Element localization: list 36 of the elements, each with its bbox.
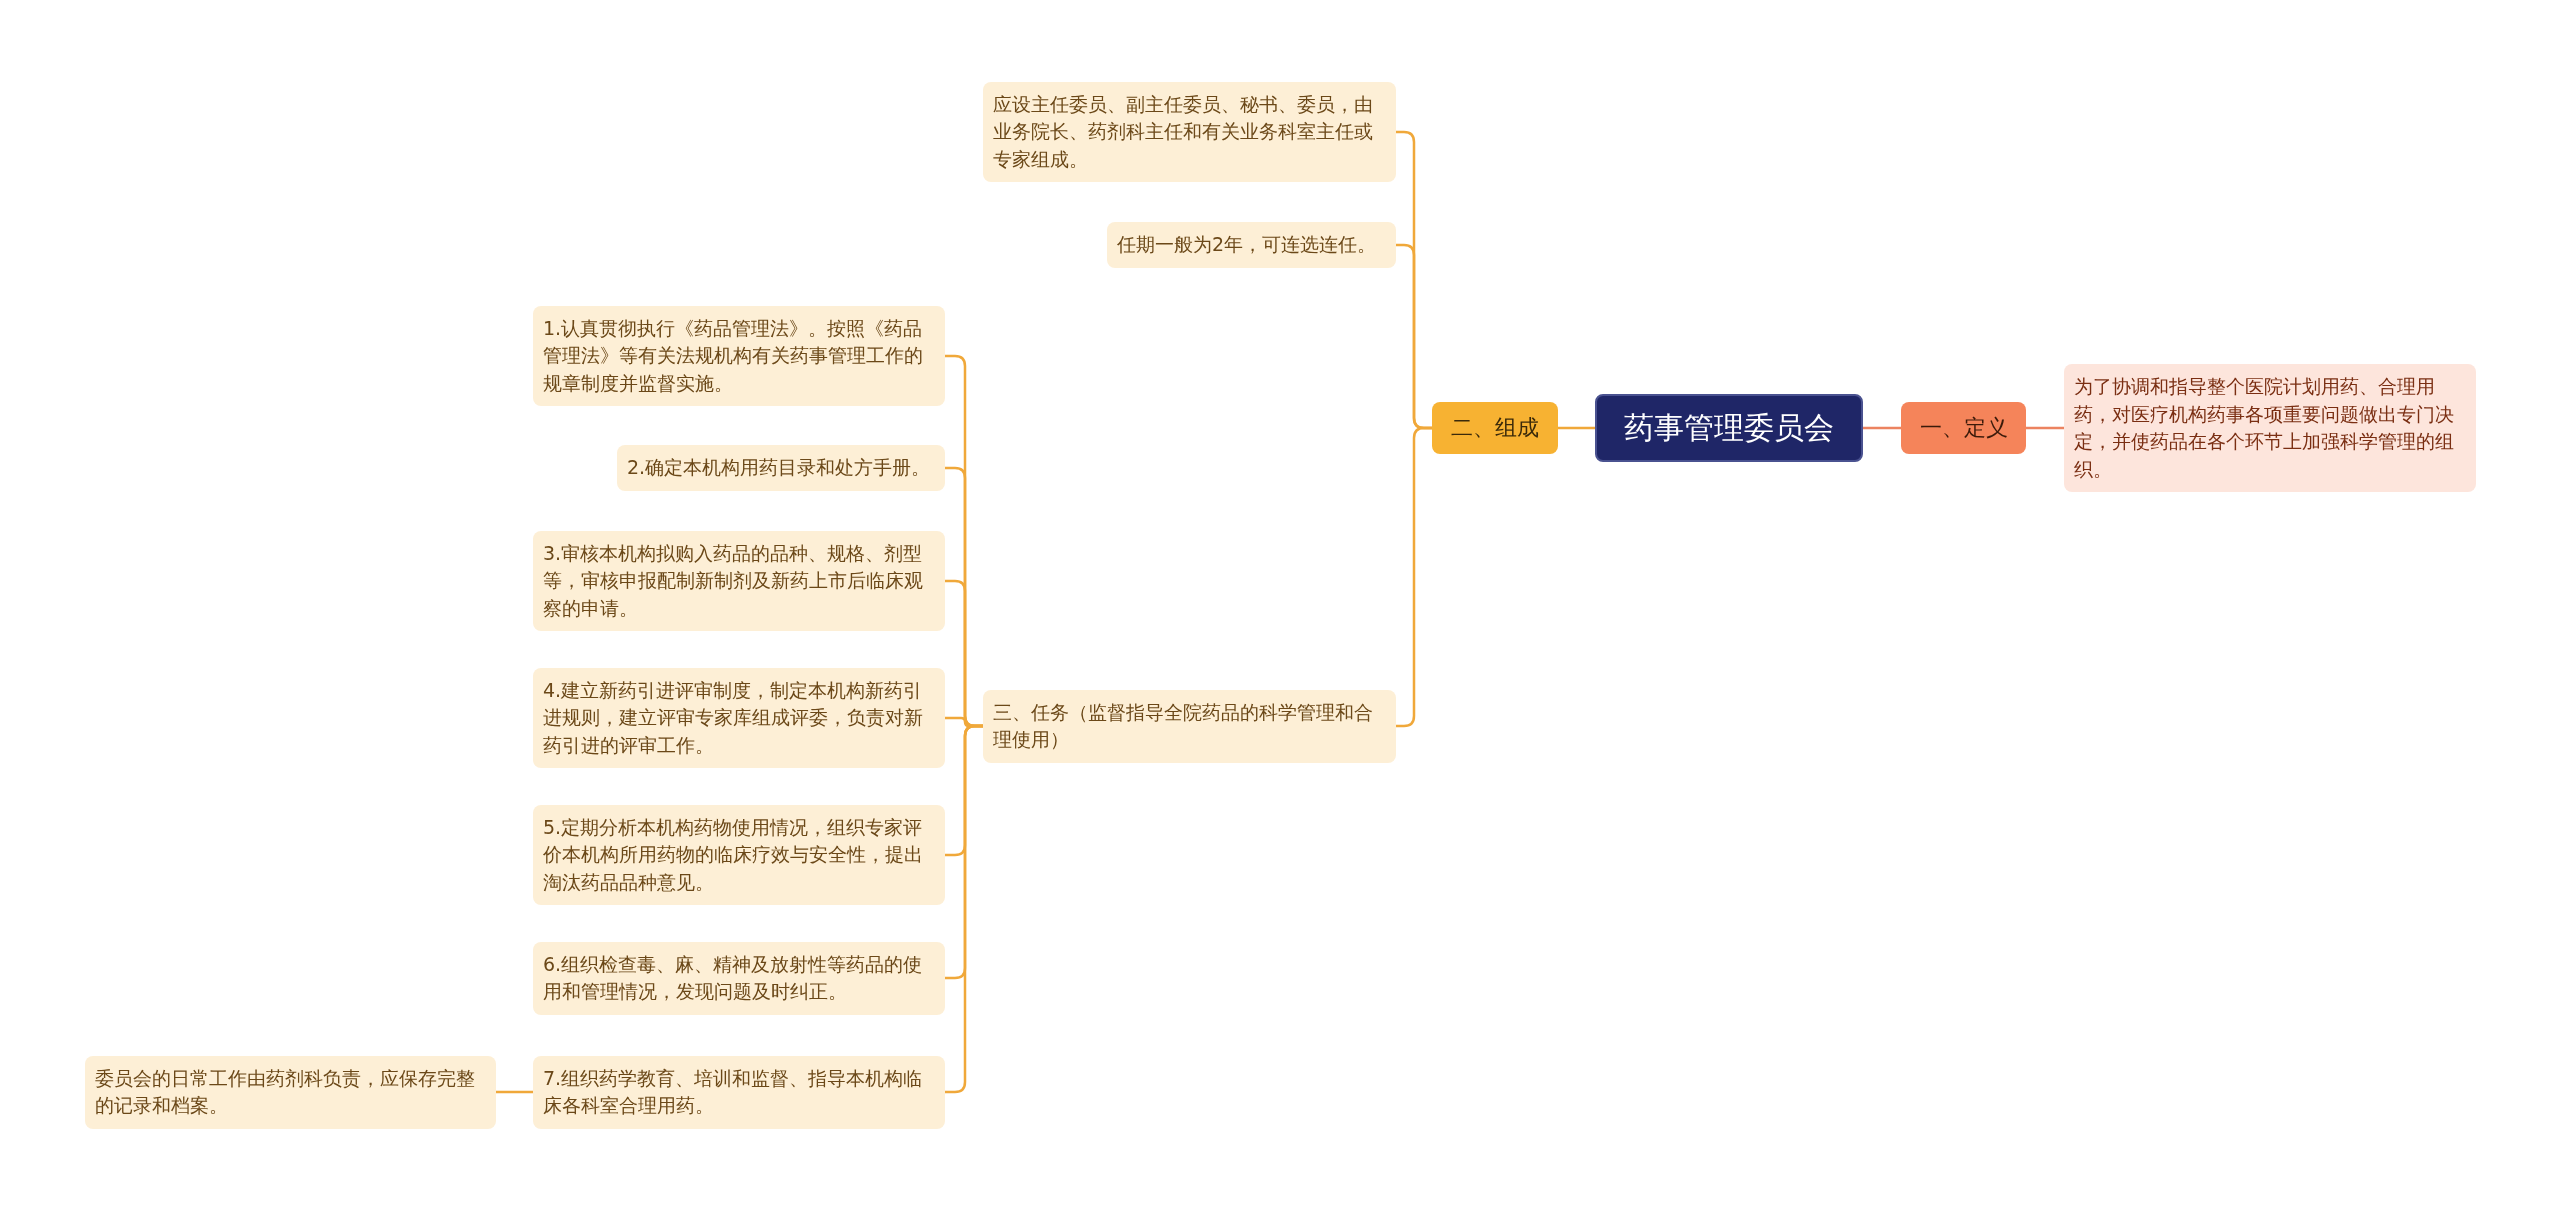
topic-text: 7.组织药学教育、培训和监督、指导本机构临床各科室合理用药。 [543,1065,924,1119]
topic-note [533,667,945,769]
topic-text: 委员会的日常工作由药剂科负责，应保存完整的记录和档案。 [95,1065,476,1119]
connector-line [1558,426,1595,430]
root-topic [1595,394,1863,462]
topic-text: 为了协调和指导整个医院计划用药、合理用药，对医疗机构药事各项重要问题做出专门决定，并使药品在各个环节上加强科学管理的组织。 [2074,374,2455,482]
topic-text: 4.建立新药引进评审制度，制定本机构新药引进规则，建立评审专家库组成评委，负责对新药引进的评审工作。 [543,677,924,758]
topic-text: 应设主任委员、副主任委员、秘书、委员，由业务院长、药剂科主任和有关业务科室主任或专家组成。 [993,91,1374,172]
topic-text: 1.认真贯彻执行《药品管理法》。按照《药品管理法》等有关法规机构有关药事管理工作的规章制度并监督实施。 [543,315,924,396]
topic-note [983,81,1396,183]
topic-note [533,530,945,632]
topic-text: 3.审核本机构拟购入药品的品种、规格、剂型等，审核申报配制新制剂及新药上市后临床观察的申请。 [543,540,924,621]
branch-topic [1432,402,1558,454]
topic-note [2064,364,2476,493]
connector-line [2026,426,2064,430]
topic-note [533,305,945,407]
topic-text: 2.确定本机构用药目录和处方手册。 [627,455,932,480]
connector-line [1863,426,1901,430]
topic-text: 任期一般为2年，可连选连任。 [1117,232,1378,257]
topic-note [533,1055,945,1129]
topic-note [1107,222,1396,268]
branch-topic [1901,402,2026,454]
topic-text: 5.定期分析本机构药物使用情况，组织专家评价本机构所用药物的临床疗效与安全性，提出淘汰药品品种意见。 [543,814,924,895]
topic-note [533,804,945,906]
topic-note [85,1055,496,1129]
connector-line [1396,426,1432,728]
topic-text: 一、定义 [1918,414,2009,442]
topic-text: 二、组成 [1450,414,1540,442]
topic-text: 6.组织检查毒、麻、精神及放射性等药品的使用和管理情况，发现问题及时纠正。 [543,951,924,1005]
topic-note [533,941,945,1015]
connector-line [496,1090,533,1094]
connector-line [945,724,983,1094]
topic-text: 三、任务（监督指导全院药品的科学管理和合理使用） [993,699,1374,753]
topic-note [617,445,945,491]
topic-note [983,689,1396,763]
topic-text: 药事管理委员会 [1623,409,1835,447]
